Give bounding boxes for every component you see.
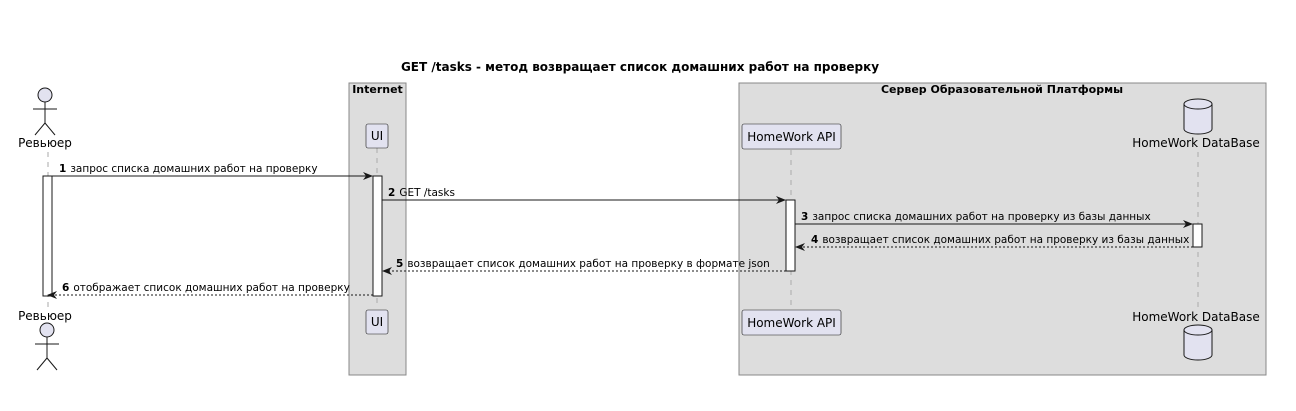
message-2-text: GET /tasks [399, 187, 455, 199]
message-1: 1 запрос списка домашних работ на проверк… [52, 163, 373, 180]
message-1-text: запрос списка домашних работ на проверку [70, 163, 317, 175]
message-2-number: 2 [388, 187, 395, 199]
participant-label-api-bottom: HomeWork API [747, 316, 836, 330]
participant-api-top: HomeWork API [741, 123, 842, 150]
participant-label-api: HomeWork API [747, 130, 836, 144]
participant-label-ui-bottom: UI [371, 315, 383, 329]
diagram-title: GET /tasks - метод возвращает список дом… [401, 60, 879, 74]
participant-db-bottom: HomeWork DataBase [1132, 310, 1260, 361]
participant-label-reviewer: Ревьюер [18, 136, 72, 150]
activation-db [1192, 223, 1203, 248]
actor-icon [35, 322, 59, 371]
box-server-label: Сервер Образовательной Платформы [881, 83, 1123, 96]
database-icon [1183, 324, 1213, 361]
message-5: 5 возвращает список домашних работ на про… [382, 258, 786, 275]
participant-reviewer-top: Ревьюер [18, 87, 72, 150]
message-1-number: 1 [59, 163, 66, 175]
message-6-text: отображает список домашних работ на пров… [73, 282, 350, 294]
participant-db-top: HomeWork DataBase [1132, 98, 1260, 150]
message-3-text: запрос списка домашних работ на проверку… [812, 211, 1150, 223]
participant-ui-top: UI [365, 123, 389, 149]
participant-reviewer-bottom: Ревьюер [18, 309, 72, 371]
message-6-number: 6 [62, 282, 69, 294]
activation-reviewer [42, 175, 53, 297]
box-internet-label: Internet [352, 83, 403, 96]
message-5-text: возвращает список домашних работ на пров… [407, 258, 770, 270]
database-icon [1183, 98, 1213, 135]
message-6: 6 отображает список домашних работ на про… [47, 282, 373, 299]
message-4: 4 возвращает список домашних работ на про… [795, 234, 1193, 251]
participant-label-reviewer-bottom: Ревьюер [18, 309, 72, 323]
activations [42, 175, 1203, 297]
participant-label-db: HomeWork DataBase [1132, 136, 1260, 150]
message-3-number: 3 [801, 211, 808, 223]
participant-label-ui: UI [371, 129, 383, 143]
message-4-text: возвращает список домашних работ на пров… [822, 234, 1189, 246]
message-5-number: 5 [396, 258, 403, 270]
message-3: 3 запрос списка домашних работ на проверк… [795, 211, 1193, 228]
message-2: 2 GET /tasks [382, 187, 786, 204]
participant-api-bottom: HomeWork API [741, 309, 842, 336]
activation-ui [372, 175, 383, 297]
activation-api [785, 199, 796, 272]
actor-icon [33, 87, 57, 136]
participant-ui-bottom: UI [365, 309, 389, 335]
message-4-number: 4 [811, 234, 818, 246]
participant-label-db-bottom: HomeWork DataBase [1132, 310, 1260, 324]
